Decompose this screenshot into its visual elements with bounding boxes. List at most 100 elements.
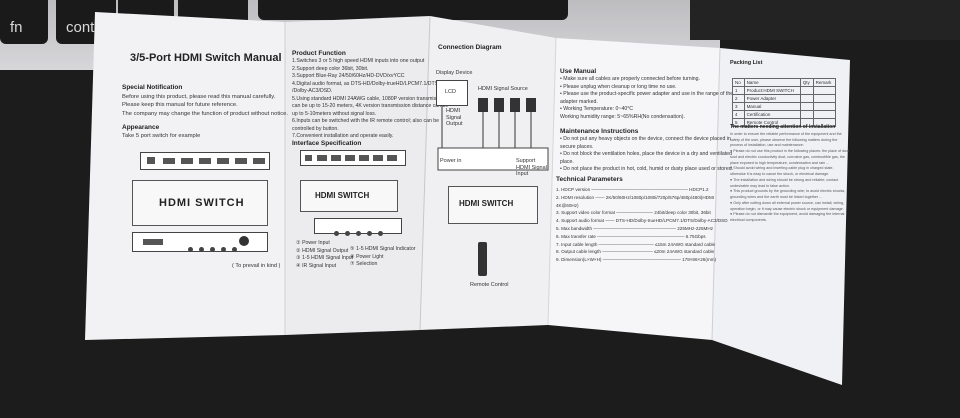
special-notification-heading: Special Notification	[122, 84, 183, 91]
use-line: • Please unplug when cleanup or long tim…	[560, 83, 677, 90]
tech-line: 9. Dimension(L×W×H) ————————————————— 17…	[556, 257, 717, 263]
legend-item: ② HDMI Signal Output	[296, 247, 349, 254]
interface-top-view: HDMI SWITCH	[300, 180, 398, 212]
interface-heading: Interface Specification	[292, 140, 362, 147]
install-line: place exposed to high temperature, conde…	[730, 160, 830, 165]
fn-key: fn	[0, 0, 48, 44]
special-notification-text: Before using this product, please read t…	[122, 93, 288, 118]
notice-line: Before using this product, please read t…	[122, 94, 276, 100]
switch-front-view	[132, 232, 268, 252]
use-line: Working humidity range: 5~65%RH(No conde…	[560, 113, 685, 120]
packing-col-header: Name	[743, 78, 801, 87]
packing-cell: 4	[732, 110, 745, 119]
interface-indicators	[331, 223, 386, 241]
function-line: 4.Digital audio format, as DTS-HD/Dolby-…	[292, 80, 439, 87]
install-line: ● Should avoid wiring and inserting cabl…	[730, 166, 834, 171]
install-line: undesirable may lead to false action.	[730, 183, 790, 188]
fn-key-label: fn	[10, 19, 23, 36]
function-line: 5.Using standard HDMI 24AWG cable, 1080P…	[292, 95, 467, 102]
packing-header-row: No Name Qty Remark	[732, 78, 837, 87]
connection-switch-label: HDMI SWITCH	[459, 199, 514, 208]
legend-item: ③ 1-5 HDMI Signal Input	[296, 255, 354, 262]
use-line: • Make sure all cables are properly conn…	[560, 76, 700, 82]
packing-cell: Manual	[743, 102, 801, 111]
product-function-heading: Product Function	[292, 50, 346, 57]
interface-ports-icon	[305, 155, 397, 161]
maintenance-heading: Maintenance Instructions	[560, 128, 639, 135]
packing-cell: 1	[732, 86, 745, 95]
install-line: In order to ensure the reliable performa…	[730, 132, 842, 136]
display-device-label: Display Device	[436, 70, 473, 76]
lcd-label: LCD	[445, 89, 457, 95]
function-line: 6.Inputs can be switched with the IR rem…	[292, 118, 440, 125]
legend-item: ④ IR Signal Input	[296, 262, 337, 269]
install-line: process of installation, use and mainten…	[730, 143, 804, 148]
packing-cell: 2	[732, 94, 745, 103]
panel-2-bg	[285, 16, 430, 335]
panel-4-bg	[548, 38, 720, 340]
appearance-footnote: ( To prevail in kind )	[232, 263, 281, 269]
space-bar	[258, 0, 568, 20]
install-line: ● Only after cutting down all external p…	[730, 200, 845, 205]
notice-line: Please keep this manual for future refer…	[122, 102, 238, 109]
tech-line: 4. Support audio format —— DTS-HD/Dolby-…	[556, 218, 728, 224]
notice-line: The company may change the function of p…	[122, 110, 288, 117]
function-line: 3.Support Blue-Ray 24/50/60Hz/HD-DVD/xvY…	[292, 73, 405, 80]
ir-window-icon	[143, 239, 163, 245]
install-line: grounding wires and the earth must be li…	[730, 195, 823, 200]
use-line: • Please use the product-specific power …	[560, 91, 734, 98]
tech-line: 2. HDMI resolution —— 2K/50/60Hz/1080p/1…	[556, 194, 715, 200]
interface-legend-right: ⑤ 1-5 HDMI Signal Indicator ⑥ Power Ligh…	[350, 246, 416, 269]
fold-line-4	[711, 47, 721, 341]
interface-rear-panel	[300, 150, 406, 166]
connection-wires	[437, 98, 549, 171]
maintenance-line: secure places.	[560, 143, 594, 150]
support-input-label: Support HDMI Signal Input	[516, 158, 547, 178]
switch-top-view: HDMI SWITCH	[132, 180, 268, 226]
maintenance-line: • Do not put any heavy objects on the de…	[560, 136, 731, 142]
appearance-heading: Appearance	[122, 124, 160, 131]
tech-line: 6. Max transfer rate ———————————————————…	[556, 233, 706, 239]
maintenance-list: • Do not put any heavy objects on the de…	[560, 136, 733, 174]
connection-switch-box: HDMI SWITCH	[448, 186, 538, 224]
use-line: • Working Temperature: 0~40°C	[560, 106, 634, 113]
packing-col-header: Qty	[799, 78, 814, 87]
connection-heading: Connection Diagram	[438, 44, 502, 51]
legend-item: ⑤ 1-5 HDMI Signal Indicator	[350, 246, 416, 252]
switch-rear-view	[140, 152, 270, 170]
technical-list: 1. HDCP version ————————————————————— HD…	[556, 186, 728, 264]
packing-cell: Certification	[743, 110, 801, 119]
technical-heading: Technical Parameters	[556, 176, 623, 183]
packing-cell: 3	[732, 102, 745, 111]
packing-heading: Packing List	[730, 60, 763, 66]
panel-5-bg	[712, 48, 850, 385]
function-line: 7.Convenient installation and operate ea…	[292, 133, 394, 140]
hdmi-ports-icon	[147, 157, 265, 164]
install-line: otherwise it is easy to cause the shock,…	[730, 172, 830, 177]
tech-line: 3. Support video color format ———————— 2…	[556, 210, 711, 216]
select-button-icon	[239, 236, 249, 246]
tech-line: 8. Output cable length ——————————— ≤20m …	[556, 249, 715, 255]
install-line: ● This product grounds by the grounding …	[730, 189, 846, 194]
install-line: ● Please do not dismantle the equipment,…	[730, 212, 845, 217]
appearance-subtitle: Take 5 port switch for example	[122, 133, 201, 139]
use-manual-list: • Make sure all cables are properly conn…	[560, 76, 733, 121]
packing-cell: Product:HDMI SWITCH	[743, 86, 801, 95]
power-in-label: Power in	[440, 158, 462, 164]
indicator-lights	[185, 239, 240, 257]
packing-cell: Power Adapter	[743, 94, 801, 103]
dark-surface	[690, 0, 960, 40]
interface-front-panel	[314, 218, 402, 236]
display-device-icon: LCD	[436, 80, 468, 106]
function-line: controlled by button.	[292, 125, 339, 132]
install-line: operation begin, or it may cause electri…	[730, 206, 844, 211]
legend-item: ⑥ Power Light	[350, 253, 384, 260]
function-line: 1.Switches 3 or 5 high speed HDMI inputs…	[292, 58, 425, 64]
fold-line-3	[547, 37, 557, 326]
installation-list: In order to ensure the reliable performa…	[730, 132, 850, 224]
panel-1-bg	[85, 12, 285, 340]
